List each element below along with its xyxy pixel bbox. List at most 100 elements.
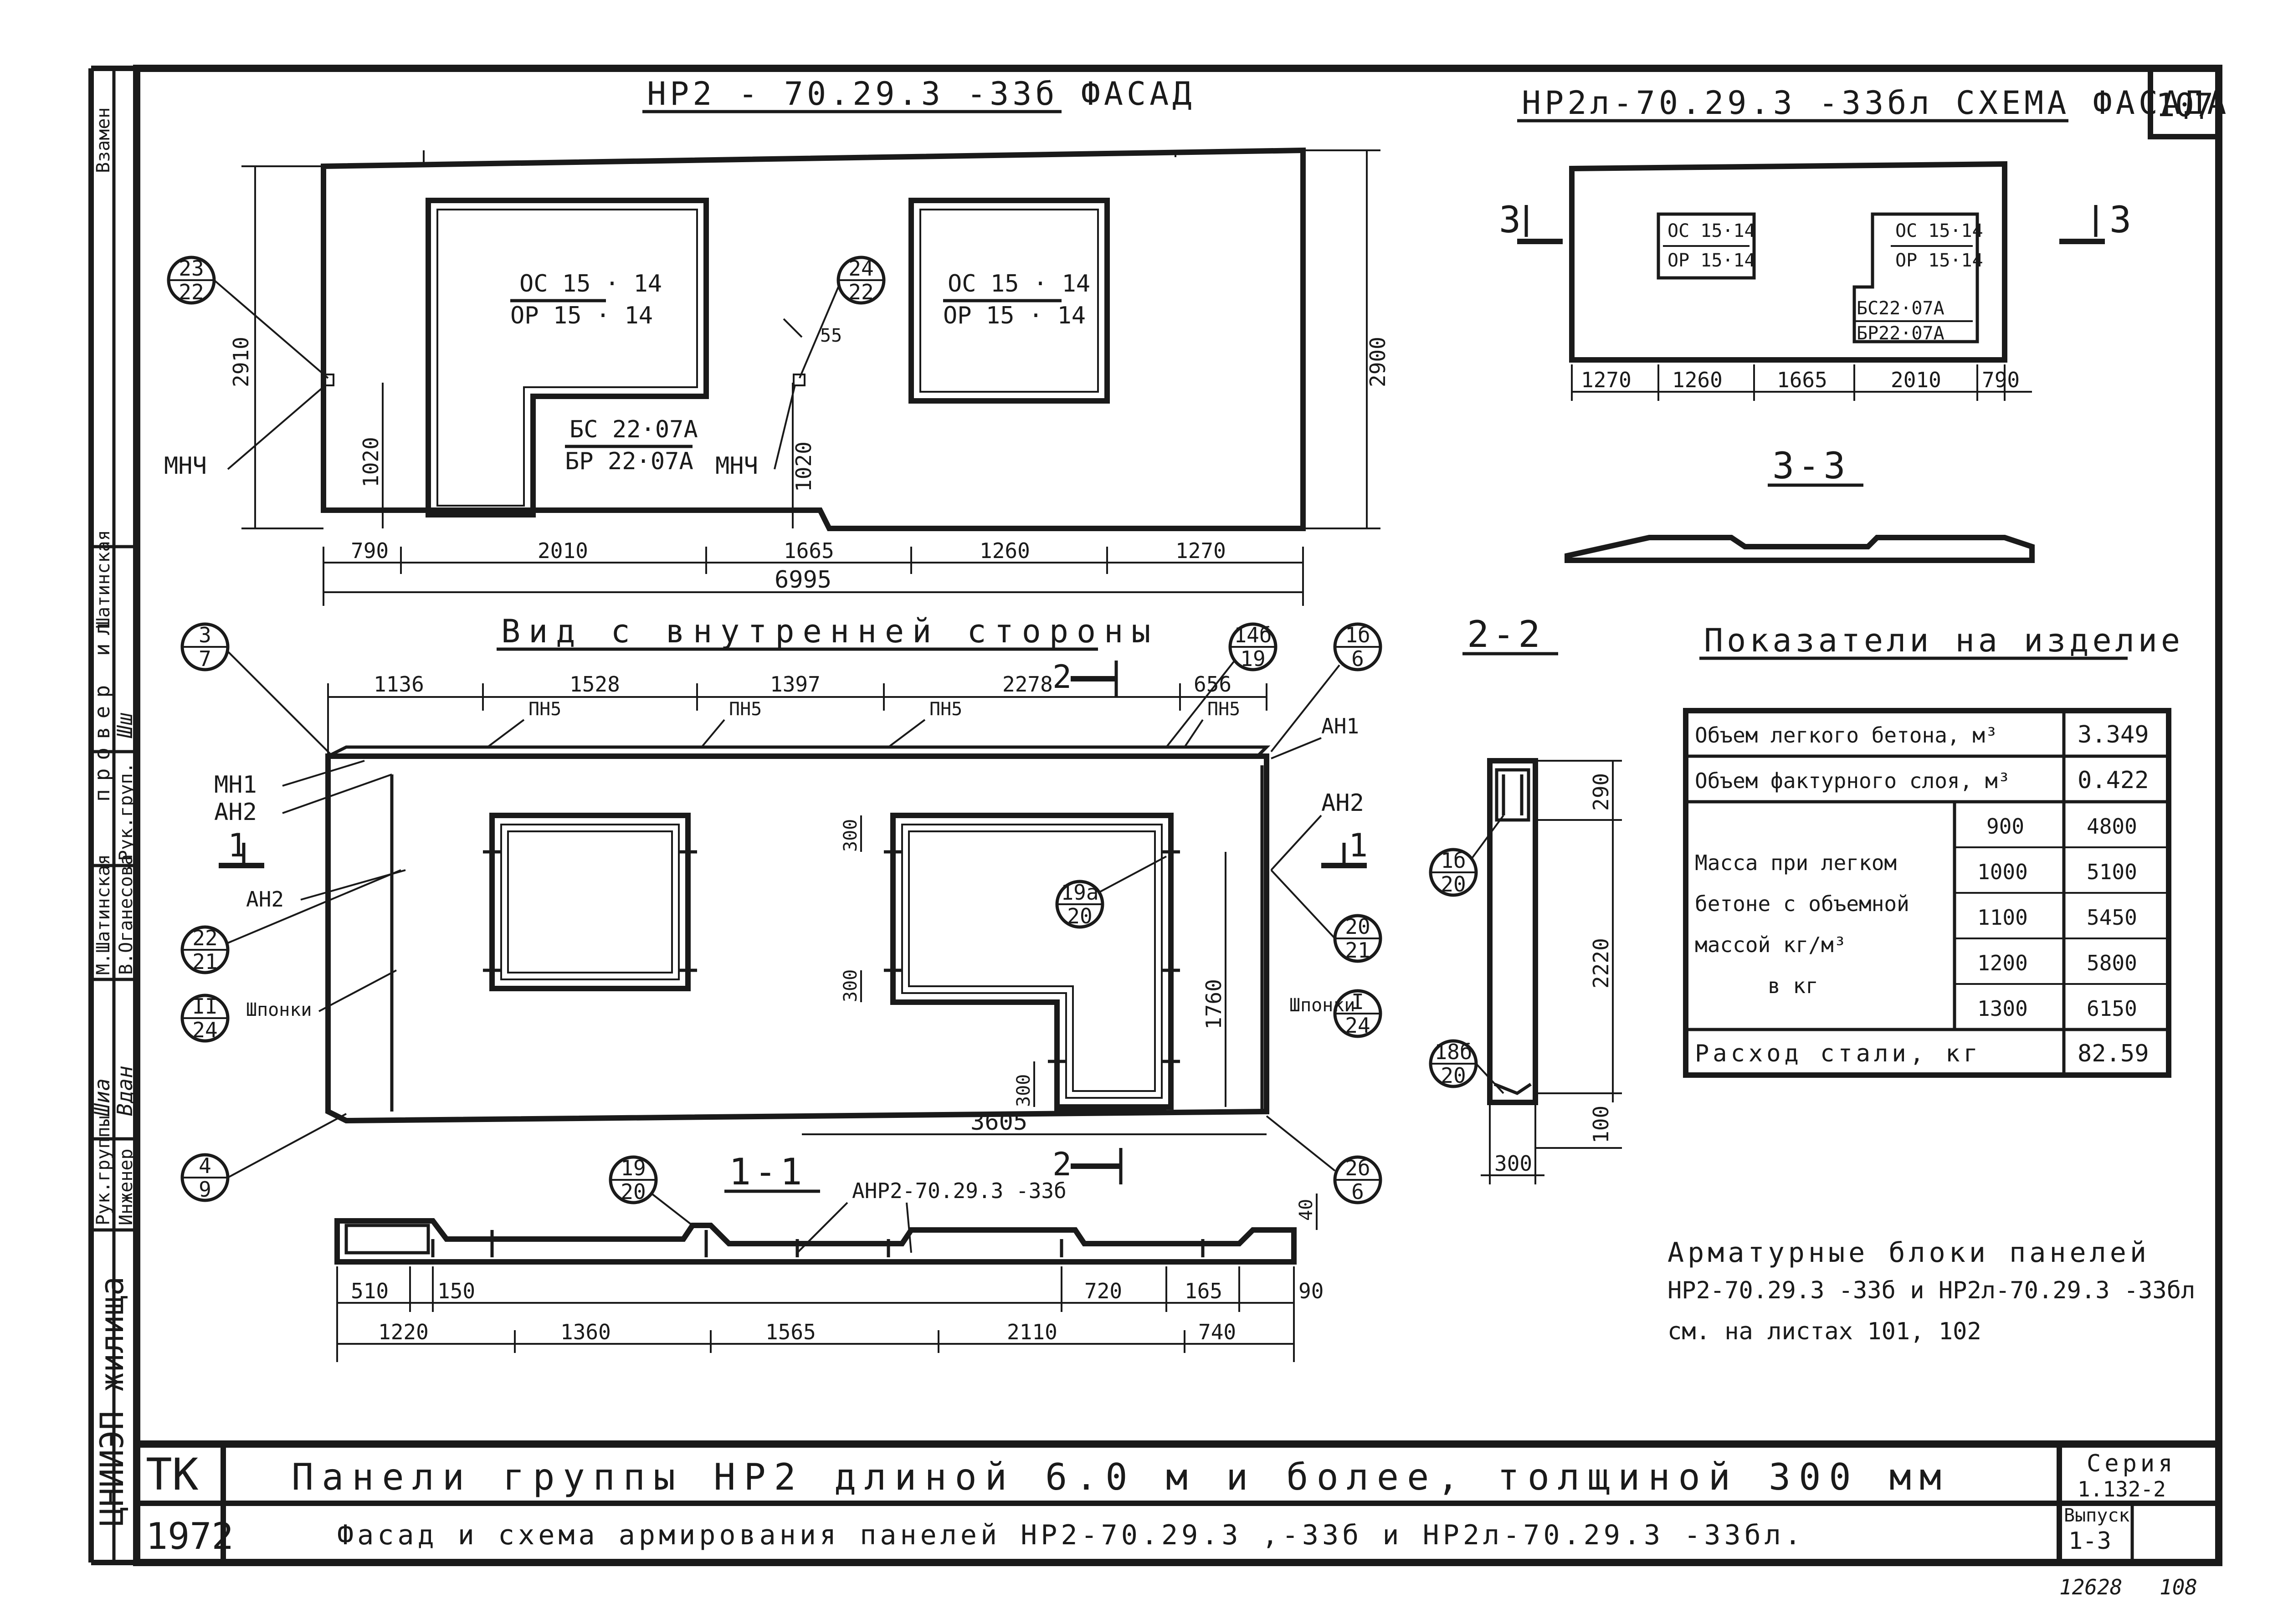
svg-text:3: 3: [199, 623, 211, 647]
facade-callout-1-bottom: 22: [179, 280, 204, 304]
inner-callout-13: 19 20: [609, 1155, 693, 1226]
window-a-bottom: ОР 15 · 14: [510, 302, 653, 329]
scheme-dim-1: 1270: [1581, 368, 1632, 392]
sec22-dim-100: 100: [1589, 1106, 1613, 1143]
svg-text:20: 20: [1441, 872, 1466, 897]
sec11-bottom-4: 2110: [1007, 1320, 1057, 1344]
pn5-3: ПН5: [929, 699, 962, 720]
notes: Арматурные блоки панелей НР2-70.29.3 -33…: [1667, 1237, 2195, 1345]
title-line-1: Панели группы НР2 длиной 6.0 м и более, …: [292, 1456, 1950, 1498]
inner-dim-300c: 300: [1013, 1074, 1034, 1107]
svg-text:2б: 2б: [1345, 1156, 1370, 1180]
pn5-1: ПН5: [528, 699, 561, 720]
section-mark-1-right: 1: [1349, 827, 1368, 864]
scheme-dim-5: 790: [1982, 368, 2020, 392]
inner-dim-300a: 300: [840, 819, 861, 852]
stamp-role-2: Инженер: [116, 1148, 137, 1225]
svg-text:19: 19: [1240, 646, 1265, 671]
pn5-2: ПН5: [729, 699, 762, 720]
footer-b: 108: [2160, 1575, 2197, 1599]
ind-density-4: 1200: [1977, 951, 2028, 975]
stamp-vertical-1: провер ил: [90, 615, 114, 802]
dim-total: 6995: [775, 566, 831, 594]
dim-bottom-3: 1665: [784, 538, 834, 563]
mnch-label-right: МНЧ: [715, 452, 758, 480]
dim-sill-a: 1020: [359, 437, 383, 487]
svg-text:20: 20: [621, 1179, 646, 1204]
anr-label: АНР2-70.29.3 -33б: [852, 1178, 1067, 1203]
sec22-dim-290: 290: [1589, 773, 1613, 811]
sign-mark-3: Шш: [113, 712, 137, 738]
facade-view: НР2 - 70.29.3 -33б ФАСАД ОС 15 · 14 ОР 1…: [164, 75, 1390, 606]
label-mn1: МН1: [214, 771, 257, 799]
note-line-3: см. на листах 101, 102: [1667, 1318, 1981, 1345]
inner-dim-3605: 3605: [970, 1108, 1027, 1136]
note-line-1: Арматурные блоки панелей: [1667, 1237, 2150, 1269]
window-b-top: ОС 15 · 14: [948, 270, 1090, 297]
stamp-check-name: М.Шатинская: [93, 854, 114, 975]
stamp-vertical-3: Взамен: [93, 108, 114, 174]
dim-bottom-5: 1270: [1175, 538, 1226, 563]
inner-view-title: Вид с внутренней стороны: [501, 613, 1159, 650]
door-top: БС 22·07А: [570, 416, 698, 443]
inner-dim-top-4: 2278: [1002, 672, 1053, 697]
mnch-label-left: МНЧ: [164, 452, 207, 480]
scheme-title: НР2л-70.29.3 -33бл СХЕМА ФАСАДА: [1522, 84, 2230, 122]
sec11-bottom-5: 740: [1198, 1320, 1236, 1344]
sec11-bottom-2: 1360: [560, 1320, 611, 1344]
ind-mass-1: 4800: [2087, 814, 2137, 839]
sec22-dim-300: 300: [1494, 1151, 1532, 1176]
scheme-dim-4: 2010: [1891, 368, 1941, 392]
scheme-door-bottom: БР22·07А: [1857, 323, 1945, 344]
scheme-win-b-bottom: ОР 15·14: [1895, 250, 1983, 271]
facade-callout-2-bottom: 22: [848, 280, 873, 304]
svg-text:18б: 18б: [1434, 1040, 1472, 1064]
ind-steel-value: 82.59: [2078, 1040, 2149, 1067]
svg-text:24: 24: [1345, 1013, 1370, 1038]
inner-callout-5: 14б 19: [1165, 622, 1278, 748]
sec11-bottom-1: 1220: [378, 1320, 429, 1344]
facade-title: НР2 - 70.29.3 -33б ФАСАД: [647, 75, 1195, 113]
inner-callout-11: 1б 20: [1429, 815, 1504, 897]
svg-text:20: 20: [1345, 914, 1370, 939]
ind-density-2: 1000: [1977, 860, 2028, 884]
inner-dim-top-1: 1136: [374, 672, 424, 697]
note-line-2: НР2-70.29.3 -33б и НР2л-70.29.3 -33бл: [1667, 1277, 2195, 1304]
svg-text:9: 9: [199, 1177, 211, 1202]
svg-text:24: 24: [192, 1018, 217, 1042]
sec11-top-2: 150: [437, 1279, 475, 1303]
inner-callout-2: 22 21: [180, 869, 401, 974]
window-a-top: ОС 15 · 14: [519, 270, 662, 297]
inner-dim-1760: 1760: [1201, 979, 1226, 1030]
inner-callout-7: 19а 20: [1055, 856, 1167, 929]
sec22-dim-2220: 2220: [1589, 938, 1613, 989]
dim-bottom-1: 790: [351, 538, 389, 563]
dim-sill-b: 1020: [791, 441, 816, 492]
stamp-role-1: Рук.группы: [93, 1116, 114, 1225]
svg-text:21: 21: [1345, 938, 1370, 963]
svg-text:20: 20: [1067, 904, 1092, 928]
facade-scheme: НР2л-70.29.3 -33бл СХЕМА ФАСАДА ОС 15·14…: [1499, 84, 2230, 563]
ind-mass-label-4: в кг: [1768, 973, 1818, 998]
inner-dim-300b: 300: [840, 969, 861, 1002]
label-shponki-right: Шпонки: [1289, 995, 1355, 1016]
door-bottom: БР 22·07А: [565, 448, 693, 475]
ind-density-5: 1300: [1977, 996, 2028, 1021]
svg-text:6: 6: [1351, 646, 1364, 671]
ind-density-1: 900: [1986, 814, 2024, 839]
svg-text:22: 22: [192, 926, 217, 950]
dim-height: 2910: [229, 337, 253, 387]
section-22-title-top: 2-2: [1467, 613, 1544, 656]
section-33-title: 3-3: [1772, 445, 1849, 487]
svg-text:19: 19: [621, 1156, 646, 1180]
inner-callout-9: I 24: [1333, 989, 1382, 1038]
facade-callout-2-top: 24: [848, 256, 873, 281]
scheme-win-b-top: ОС 15·14: [1895, 220, 1983, 241]
sec11-top-5: 90: [1298, 1279, 1324, 1303]
ind-mass-label-3: массой кг/м³: [1695, 932, 1846, 957]
section-11-title: 1-1: [729, 1151, 806, 1193]
dim-bottom-2: 2010: [538, 538, 588, 563]
sheet-number: 107: [2156, 87, 2213, 124]
section-11: 1-1 2 АНР2-70.29.3 -33б 40 510 150 720 1…: [334, 1146, 1324, 1362]
section-mark-right: 3: [2109, 199, 2131, 241]
